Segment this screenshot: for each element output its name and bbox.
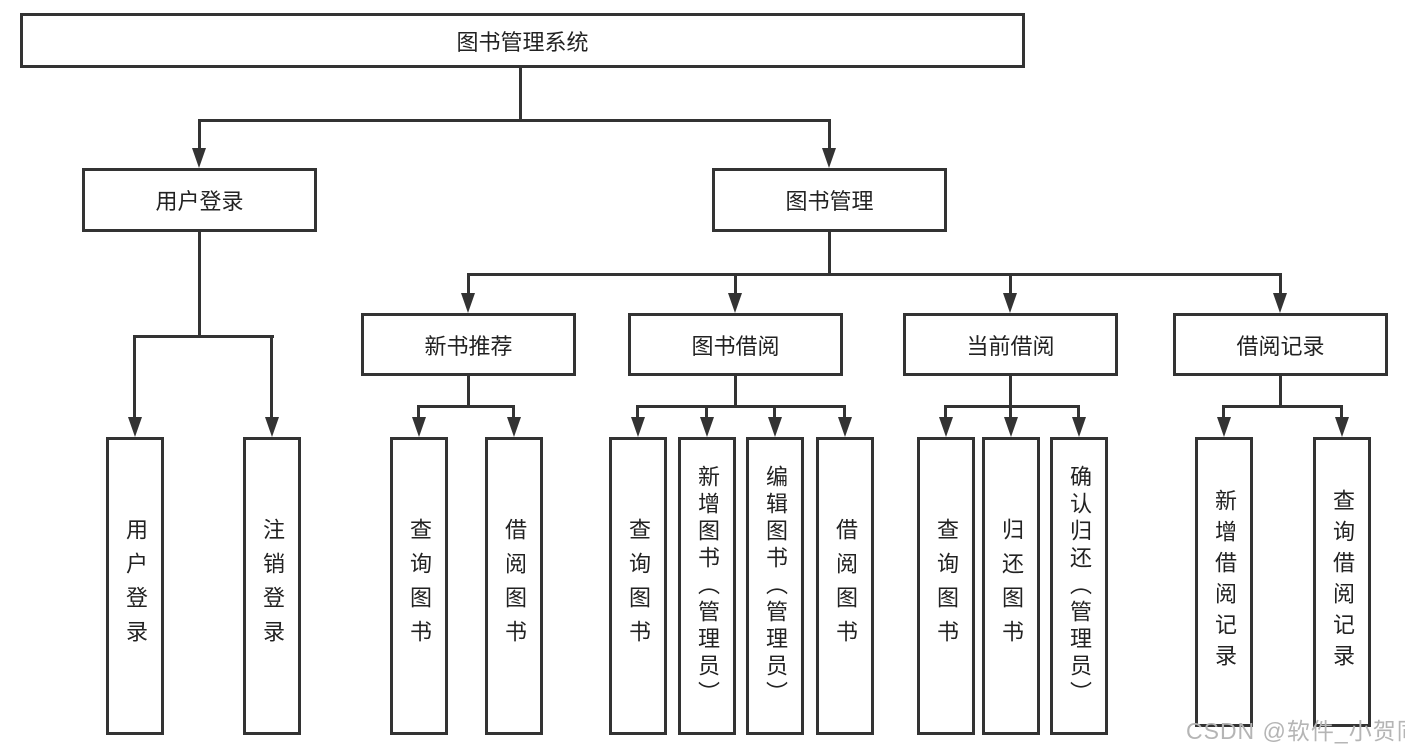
connector-stem-records-query: [1340, 405, 1343, 419]
connector-l2-stem-current-borrow: [1009, 273, 1012, 297]
connector-root-stem: [519, 68, 522, 120]
arrow-down-icon: [192, 148, 206, 168]
node-leaf-borrow-edit-admin: 编辑图书（管理员）: [746, 437, 804, 735]
connector-new-book-rail: [417, 405, 515, 408]
connector-l1-stem-user-login: [198, 119, 201, 152]
node-book-borrow: 图书借阅: [628, 313, 843, 376]
node-leaf-newbook-borrow: 借阅图书: [485, 437, 543, 735]
arrow-down-icon: [939, 417, 953, 437]
connector-stem-current-confirm: [1077, 405, 1080, 419]
node-leaf-records-add: 新增借阅记录: [1195, 437, 1253, 727]
connector-borrow-records-rail: [1222, 405, 1343, 408]
connector-book-borrow-rail: [636, 405, 846, 408]
node-leaf-records-query: 查询借阅记录: [1313, 437, 1371, 727]
arrow-down-icon: [1003, 293, 1017, 313]
arrow-down-icon: [265, 417, 279, 437]
arrow-down-icon: [631, 417, 645, 437]
node-user-login: 用户登录: [82, 168, 317, 232]
connector-stem-borrow-edit: [773, 405, 776, 419]
connector-stem-borrow-add: [705, 405, 708, 419]
connector-book-management-stem: [828, 232, 831, 274]
node-leaf-borrow-query: 查询图书: [609, 437, 667, 735]
csdn-watermark: CSDN @软件_小贺同学: [1186, 712, 1405, 746]
arrow-down-icon: [838, 417, 852, 437]
arrow-down-icon: [1273, 293, 1287, 313]
node-leaf-newbook-query: 查询图书: [390, 437, 448, 735]
connector-stem-borrow-query: [636, 405, 639, 419]
node-new-book-recommend: 新书推荐: [361, 313, 576, 376]
arrow-down-icon: [128, 417, 142, 437]
node-leaf-logout: 注销登录: [243, 437, 301, 735]
arrow-down-icon: [461, 293, 475, 313]
connector-current-borrow-rail: [944, 405, 1080, 408]
arrow-down-icon: [1217, 417, 1231, 437]
connector-l2-stem-borrow-records: [1279, 273, 1282, 297]
node-leaf-current-query: 查询图书: [917, 437, 975, 735]
connector-l2-rail: [467, 273, 1282, 276]
node-current-borrow: 当前借阅: [903, 313, 1118, 376]
connector-stem-leaf-user-login: [133, 335, 136, 419]
node-leaf-current-return: 归还图书: [982, 437, 1040, 735]
connector-stem-newbook-query: [417, 405, 420, 419]
arrow-down-icon: [1072, 417, 1086, 437]
node-leaf-current-confirm-admin: 确认归还（管理员）: [1050, 437, 1108, 735]
node-root: 图书管理系统: [20, 13, 1025, 68]
arrow-down-icon: [1335, 417, 1349, 437]
connector-user-login-stem: [198, 232, 201, 336]
connector-l1-rail: [198, 119, 831, 122]
arrow-down-icon: [1004, 417, 1018, 437]
connector-stem-current-query: [944, 405, 947, 419]
arrow-down-icon: [728, 293, 742, 313]
arrow-down-icon: [768, 417, 782, 437]
connector-l2-stem-new-book: [467, 273, 470, 297]
node-leaf-user-login: 用户登录: [106, 437, 164, 735]
connector-borrow-records-stem: [1279, 376, 1282, 406]
connector-book-borrow-stem: [734, 376, 737, 406]
connector-stem-records-add: [1222, 405, 1225, 419]
arrow-down-icon: [507, 417, 521, 437]
connector-new-book-stem: [467, 376, 470, 406]
connector-stem-current-return: [1009, 405, 1012, 419]
node-leaf-borrow-add-admin: 新增图书（管理员）: [678, 437, 736, 735]
connector-current-borrow-stem: [1009, 376, 1012, 406]
connector-user-login-rail: [133, 335, 274, 338]
node-leaf-borrow-borrow: 借阅图书: [816, 437, 874, 735]
arrow-down-icon: [822, 148, 836, 168]
arrow-down-icon: [412, 417, 426, 437]
connector-stem-newbook-borrow: [512, 405, 515, 419]
node-book-management: 图书管理: [712, 168, 947, 232]
node-borrow-records: 借阅记录: [1173, 313, 1388, 376]
connector-stem-leaf-logout: [270, 335, 273, 419]
csdn-watermark-main: CSDN @软件_小贺同: [1186, 718, 1405, 744]
connector-stem-borrow-borrow: [843, 405, 846, 419]
arrow-down-icon: [700, 417, 714, 437]
connector-l1-stem-book-management: [828, 119, 831, 152]
connector-l2-stem-book-borrow: [734, 273, 737, 297]
